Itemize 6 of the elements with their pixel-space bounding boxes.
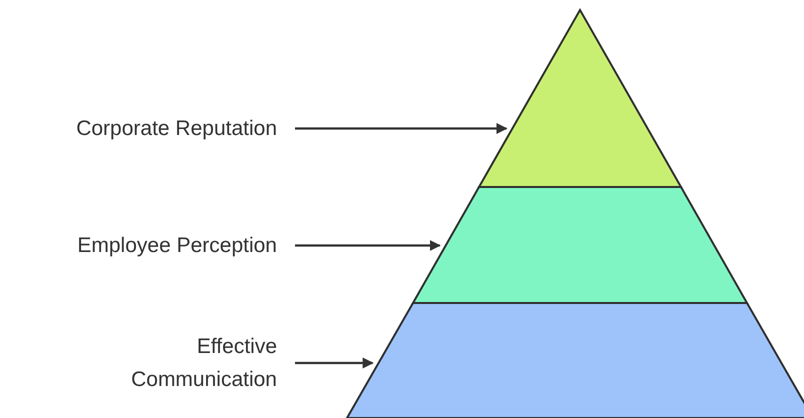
arrow <box>295 123 508 134</box>
pyramid-level-label: Employee Perception <box>0 229 277 262</box>
arrow <box>295 358 374 368</box>
pyramid-level-label: Effective Communication <box>60 330 277 396</box>
pyramid-level-label: Corporate Reputation <box>0 112 277 145</box>
arrow <box>295 240 441 251</box>
